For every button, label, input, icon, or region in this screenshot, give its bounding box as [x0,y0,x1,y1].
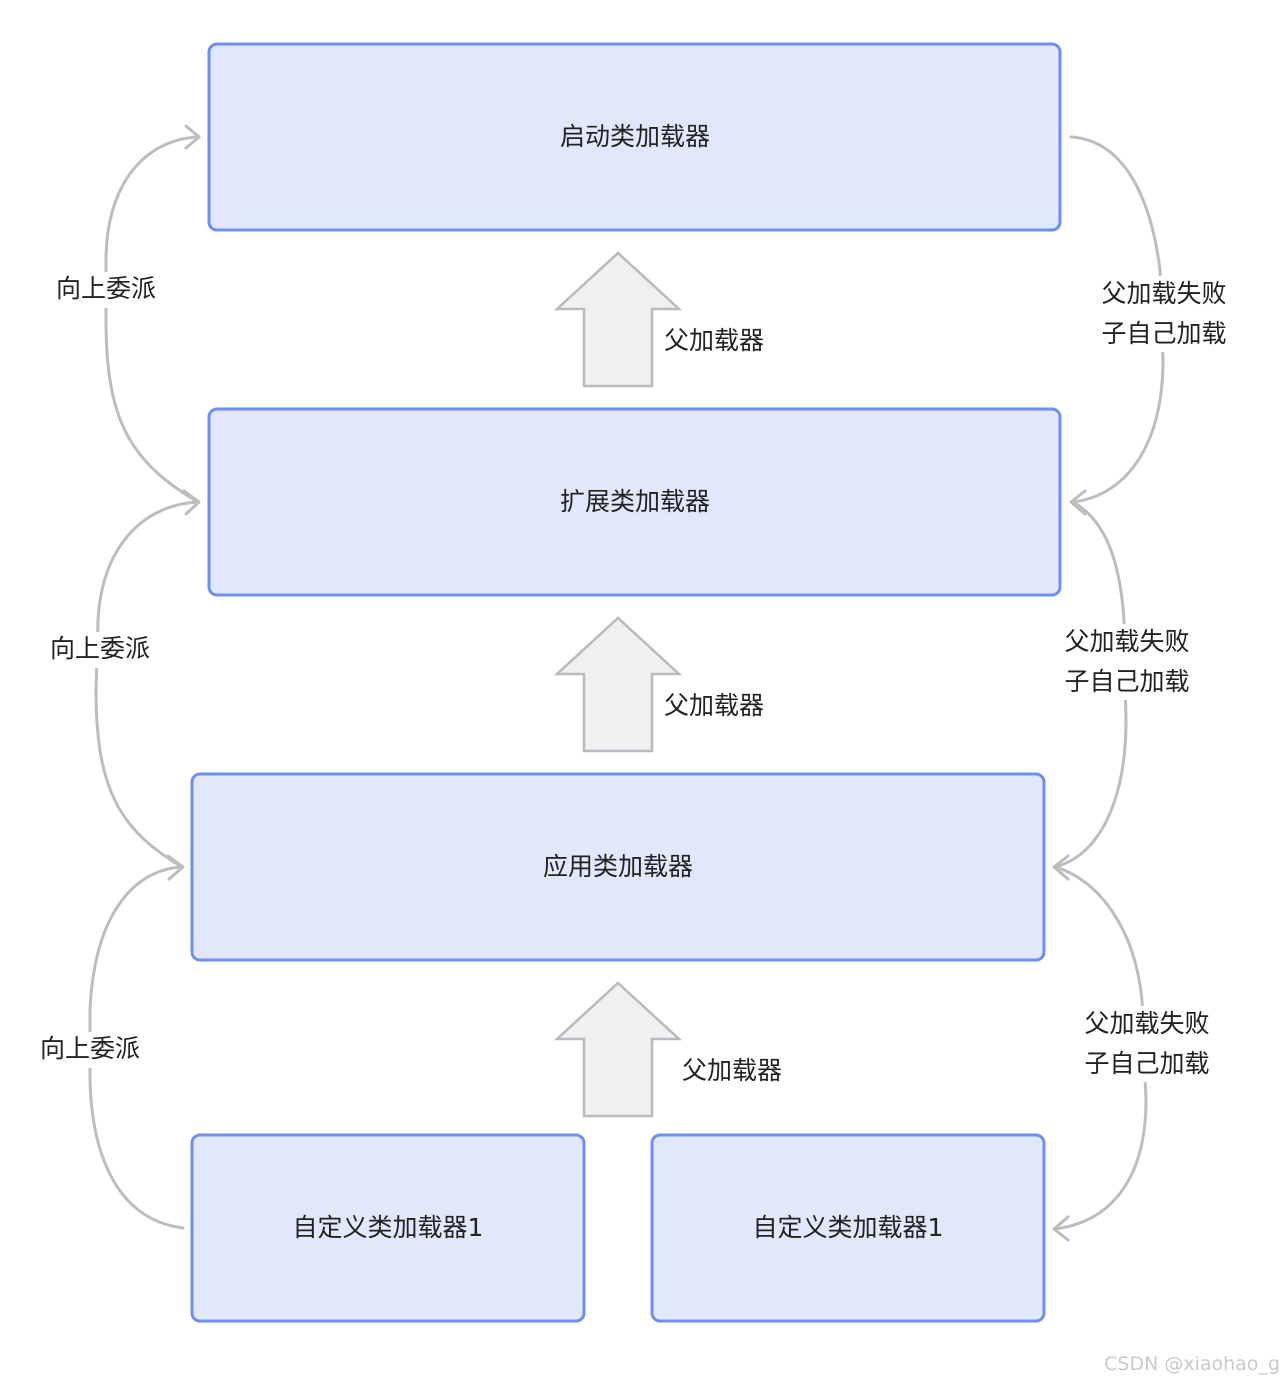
node-extension-label: 扩展类加载器 [560,487,710,516]
watermark: CSDN @xiaohao_g [1104,1353,1280,1375]
parent-fail-label-1b: 子自己加载 [1101,319,1226,348]
parent-fail-curve-1 [1069,135,1165,516]
parent-loader-label-1: 父加载器 [664,326,764,355]
parent-fail-label-3b: 子自己加载 [1084,1049,1209,1078]
parent-fail-label-2a: 父加载失败 [1064,627,1189,656]
delegate-up-curve-2 [94,500,200,881]
parent-fail-label-2b: 子自己加载 [1064,667,1189,696]
node-bootstrap: 启动类加载器 [207,42,1062,232]
parent-loader-label-2: 父加载器 [664,691,764,720]
node-extension: 扩展类加载器 [207,407,1062,597]
block-arrow-application-to-extension [553,616,683,753]
node-application: 应用类加载器 [190,772,1046,962]
parent-loader-label-3: 父加载器 [682,1056,782,1085]
delegate-up-label-2: 向上委派 [50,634,150,663]
node-bootstrap-label: 启动类加载器 [560,122,710,151]
node-application-label: 应用类加载器 [543,852,693,881]
parent-fail-label-3a: 父加载失败 [1084,1009,1209,1038]
node-custom-left: 自定义类加载器1 [190,1133,586,1323]
node-custom-right-label: 自定义类加载器1 [753,1213,944,1242]
block-arrow-custom-to-application [553,981,683,1118]
block-arrow-extension-to-bootstrap [553,251,683,388]
parent-fail-label-1a: 父加载失败 [1101,279,1226,308]
node-custom-left-label: 自定义类加载器1 [293,1213,484,1242]
delegate-up-label-3: 向上委派 [40,1034,140,1063]
delegate-up-label-1: 向上委派 [56,274,156,303]
delegate-up-curve-1 [104,124,201,516]
node-custom-right: 自定义类加载器1 [650,1133,1046,1323]
